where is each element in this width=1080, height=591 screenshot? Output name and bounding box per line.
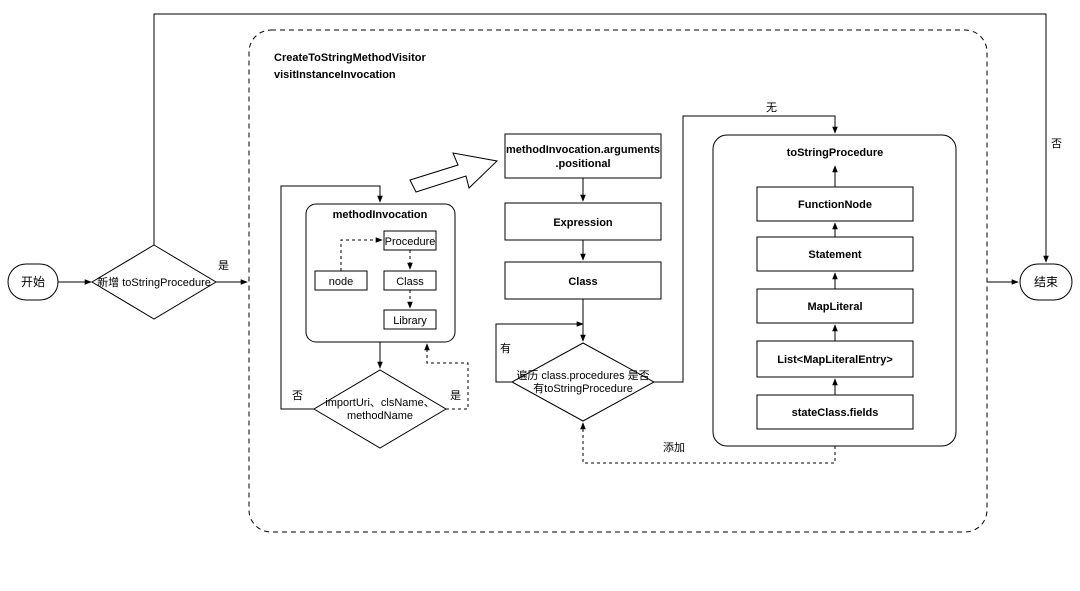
label-yes-import: 是 [450,389,461,402]
import-decision-line2: methodName [347,410,413,422]
statement-box[interactable] [756,236,914,272]
edge-traverse-none [654,115,838,383]
label-no-main: 否 [1051,138,1062,150]
add-decision[interactable] [91,244,217,320]
label-has: 有 [500,341,511,355]
container-title-line2: visitInstanceInvocation [274,69,396,81]
edge-node-procedure [340,237,383,271]
edge-import-no [280,185,383,410]
import-decision[interactable] [313,369,447,449]
state-class-fields-label: stateClass.fields [792,407,879,419]
list-map-literal-entry-box[interactable] [756,340,914,378]
positional-line2: .positional [556,158,611,170]
label-no-import: 否 [292,390,303,402]
visitor-container [248,29,988,533]
positional-box[interactable] [504,133,662,179]
class-outer-box[interactable] [504,261,662,300]
class-outer-label: Class [568,276,597,288]
big-arrow-icon [409,152,499,193]
edge-decision-no [153,13,1049,263]
edge-import-yes [424,343,469,410]
statement-label: Statement [808,249,862,261]
end-label: 结束 [1034,275,1058,289]
method-invocation-label: methodInvocation [333,209,428,221]
container-title-line1: CreateToStringMethodVisitor [274,52,426,64]
function-node-label: FunctionNode [798,199,872,211]
library-node[interactable] [383,309,437,330]
library-label: Library [393,315,427,327]
traverse-decision[interactable] [510,342,656,422]
procedure-label: Procedure [385,236,436,248]
expression-label: Expression [553,217,613,229]
map-literal-label: MapLiteral [807,301,862,313]
class-inner-label: Class [396,276,424,288]
label-yes-main: 是 [218,259,229,272]
positional-line1: methodInvocation.arguments [506,144,660,156]
end-terminal[interactable] [1019,263,1073,301]
add-decision-label: 新增 toStringProcedure [97,275,211,289]
traverse-line1: 遍历 class.procedures 是否 [516,369,649,382]
list-map-literal-entry-label: List<MapLiteralEntry> [777,354,893,366]
expression-box[interactable] [504,202,662,241]
edge-traverse-has [495,321,584,383]
label-add: 添加 [663,440,685,454]
function-node-box[interactable] [756,186,914,222]
edge-add [580,422,836,464]
label-none: 无 [766,102,777,114]
start-label: 开始 [21,275,45,289]
to-string-procedure-label: toStringProcedure [787,147,884,159]
traverse-line2: 有toStringProcedure [533,381,633,395]
import-decision-line1: importUri、clsName、 [325,397,434,409]
node-label: node [329,276,353,288]
map-literal-box[interactable] [756,288,914,324]
